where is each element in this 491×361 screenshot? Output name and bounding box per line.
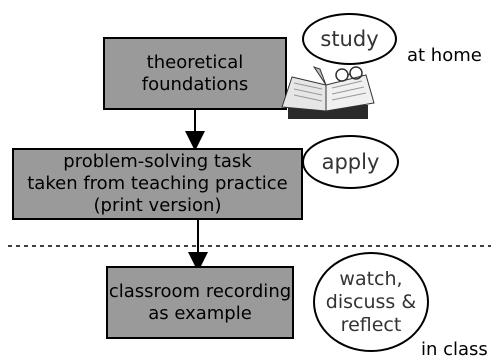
theoretical-foundations-box: theoretical foundations — [103, 37, 287, 110]
classroom-recording-box: classroom recording as example — [106, 266, 294, 339]
at-home-label: at home — [407, 45, 482, 66]
watch-discuss-reflect-ellipse: watch, discuss & reflect — [313, 252, 429, 352]
in-class-label: in class — [421, 339, 488, 360]
apply-ellipse: apply — [302, 135, 399, 189]
study-ellipse: study — [302, 13, 397, 65]
problem-solving-task-box: problem-solving task taken from teaching… — [12, 148, 303, 220]
book-icon — [281, 66, 375, 119]
